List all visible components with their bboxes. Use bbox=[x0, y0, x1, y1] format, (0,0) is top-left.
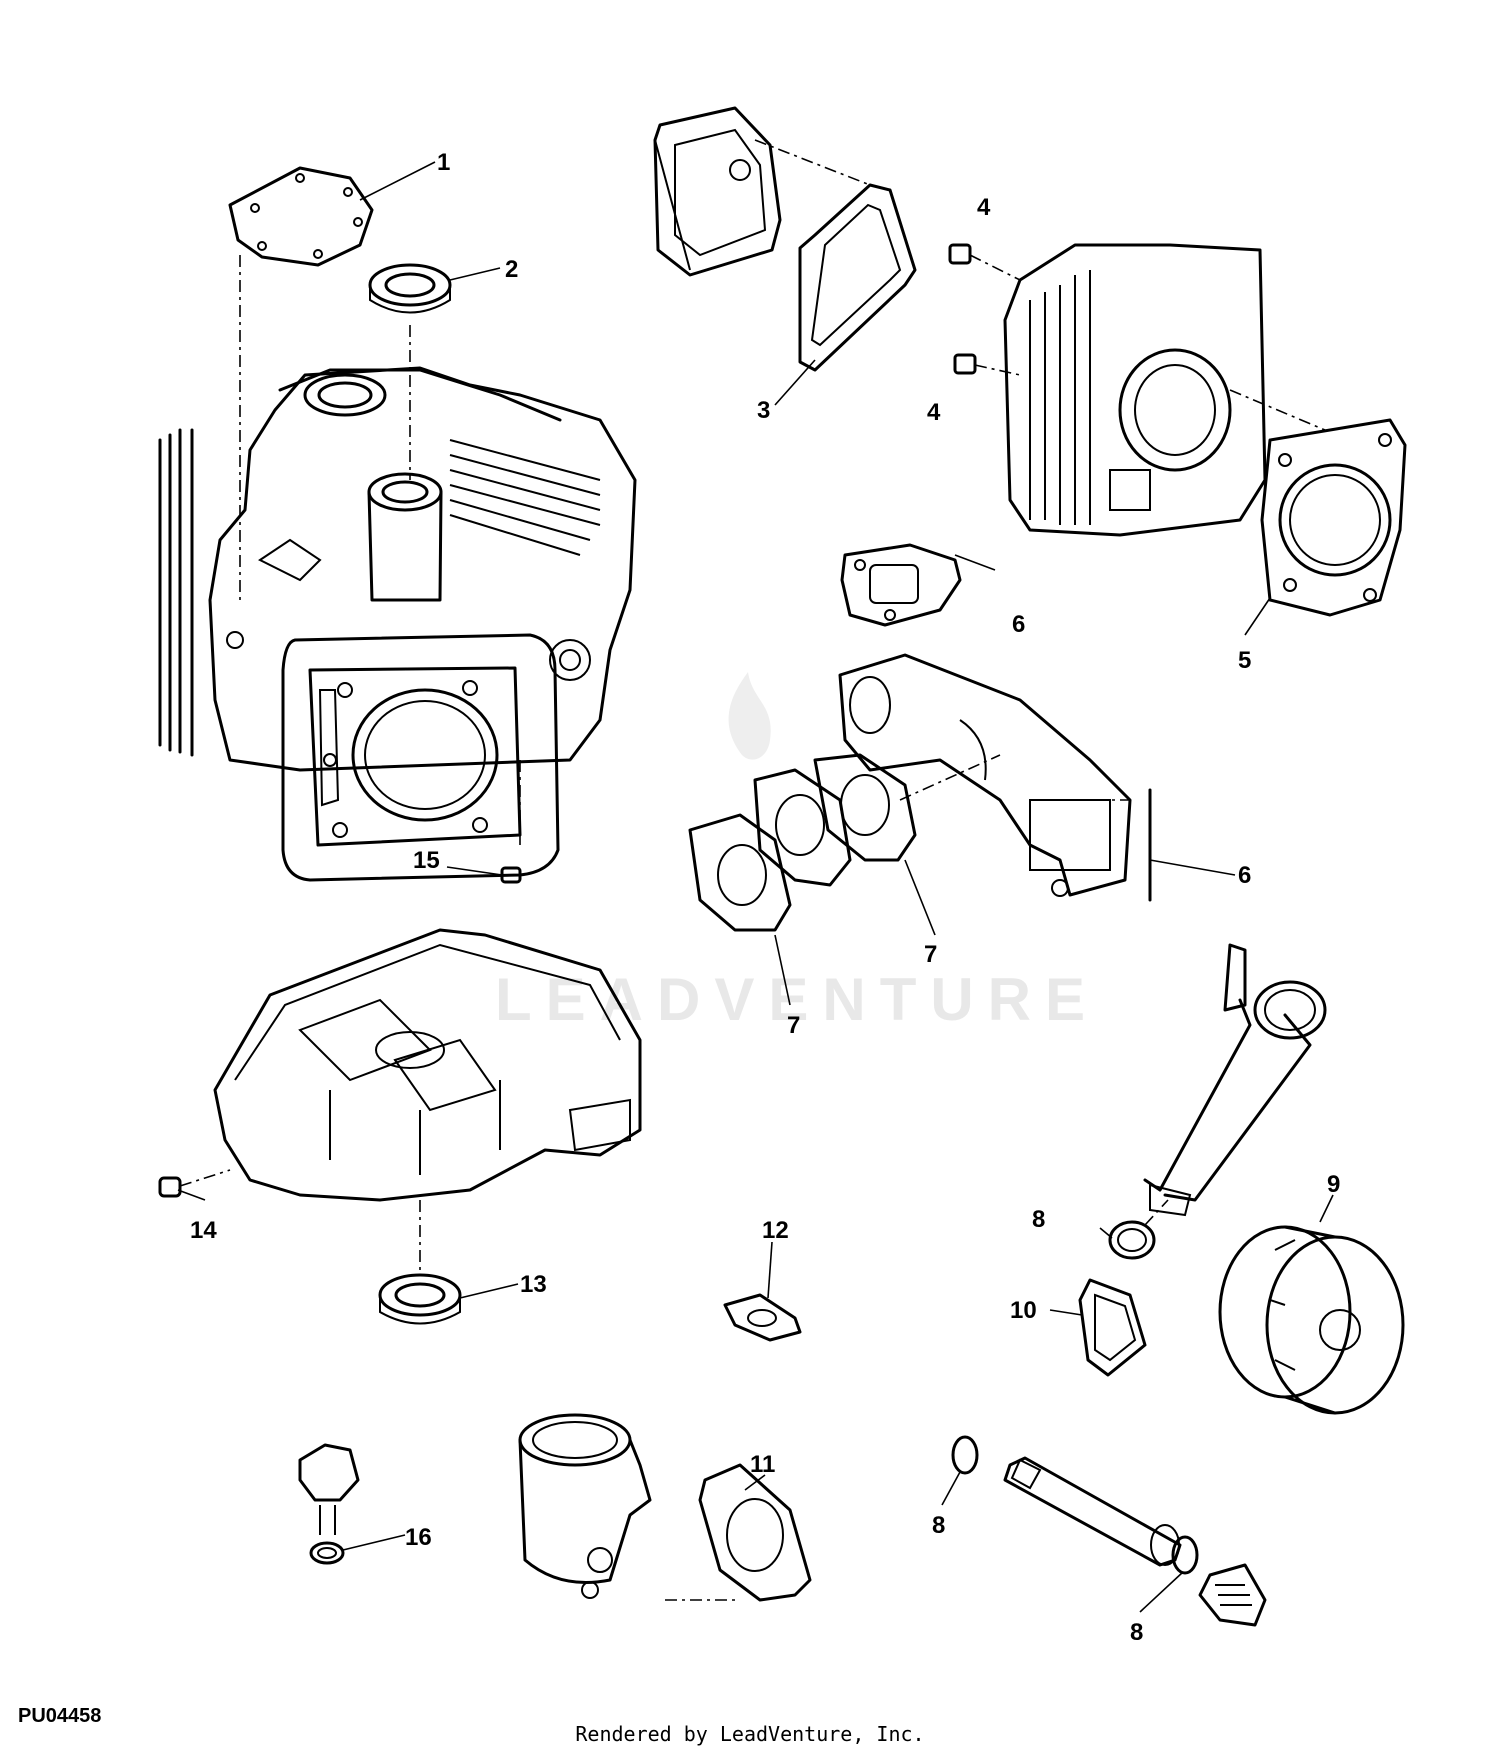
part-5-head-gasket[interactable] bbox=[1260, 418, 1407, 617]
callout-1[interactable]: 1 bbox=[437, 149, 450, 176]
callout-15[interactable]: 15 bbox=[413, 847, 440, 874]
callout-6-upper[interactable]: 6 bbox=[1012, 611, 1025, 638]
part-7-gasket-rear[interactable] bbox=[813, 753, 917, 862]
callout-6-lower[interactable]: 6 bbox=[1238, 862, 1251, 889]
lower-dipstick-tube bbox=[1003, 1456, 1267, 1627]
watermark-text: LEADVENTURE bbox=[495, 966, 1099, 1033]
callout-8-upper[interactable]: 8 bbox=[1032, 1206, 1045, 1233]
part-12-gasket[interactable] bbox=[723, 1293, 802, 1342]
callout-12[interactable]: 12 bbox=[762, 1217, 789, 1244]
crankcase-block bbox=[158, 366, 637, 882]
callout-3[interactable]: 3 bbox=[757, 397, 770, 424]
callout-14[interactable]: 14 bbox=[190, 1217, 217, 1244]
part-3-valve-cover-gasket[interactable] bbox=[798, 183, 917, 372]
part-6-exhaust-gasket[interactable] bbox=[840, 543, 962, 627]
exhaust-manifold bbox=[838, 653, 1132, 897]
callout-5[interactable]: 5 bbox=[1238, 647, 1251, 674]
cylinder-head bbox=[1003, 243, 1267, 537]
part-8-o-ring-right[interactable] bbox=[1171, 1535, 1199, 1575]
callout-11[interactable]: 11 bbox=[750, 1451, 775, 1478]
render-credit: Rendered by LeadVenture, Inc. bbox=[575, 1722, 925, 1746]
part-14-plug[interactable] bbox=[158, 1176, 182, 1198]
callout-9[interactable]: 9 bbox=[1327, 1171, 1340, 1198]
part-2-oil-seal[interactable] bbox=[368, 263, 452, 314]
filter-housing bbox=[518, 1413, 652, 1599]
callout-7-left[interactable]: 7 bbox=[787, 1012, 800, 1039]
callout-7-right[interactable]: 7 bbox=[924, 941, 937, 968]
oil-pan bbox=[213, 928, 642, 1202]
part-1-gasket[interactable] bbox=[228, 166, 374, 267]
watermark: LEADVENTURE bbox=[495, 672, 1099, 1033]
part-8-o-ring-upper[interactable] bbox=[1108, 1220, 1156, 1260]
callout-10[interactable]: 10 bbox=[1010, 1297, 1037, 1324]
part-16-dipstick-cap[interactable] bbox=[298, 1443, 360, 1565]
callout-16[interactable]: 16 bbox=[405, 1524, 432, 1551]
dipstick-tube bbox=[1143, 943, 1327, 1217]
callout-4-lower[interactable]: 4 bbox=[927, 399, 941, 426]
callout-8-lower-right[interactable]: 8 bbox=[1130, 1619, 1143, 1646]
callout-13[interactable]: 13 bbox=[520, 1271, 547, 1298]
leader-lines bbox=[177, 161, 1334, 1613]
part-4-plug-upper[interactable] bbox=[948, 243, 972, 265]
part-7-gasket-front[interactable] bbox=[688, 813, 792, 932]
part-11-gasket[interactable] bbox=[698, 1463, 812, 1602]
callouts: 1 2 3 4 4 5 6 6 7 7 8 8 8 9 10 11 12 13 … bbox=[190, 149, 1340, 1646]
part-10-plate[interactable] bbox=[1078, 1278, 1147, 1377]
callout-8-lower-left[interactable]: 8 bbox=[932, 1512, 945, 1539]
part-7-gasket-middle bbox=[753, 768, 852, 887]
callout-4-upper[interactable]: 4 bbox=[977, 194, 991, 221]
part-13-oil-seal[interactable] bbox=[378, 1273, 462, 1325]
valve-cover bbox=[653, 106, 782, 277]
part-9-oil-filter[interactable] bbox=[1218, 1225, 1405, 1415]
callout-2[interactable]: 2 bbox=[505, 256, 518, 283]
figure-id: PU04458 bbox=[18, 1705, 102, 1727]
part-8-o-ring-left[interactable] bbox=[951, 1435, 979, 1475]
part-4-plug-lower[interactable] bbox=[953, 353, 977, 375]
